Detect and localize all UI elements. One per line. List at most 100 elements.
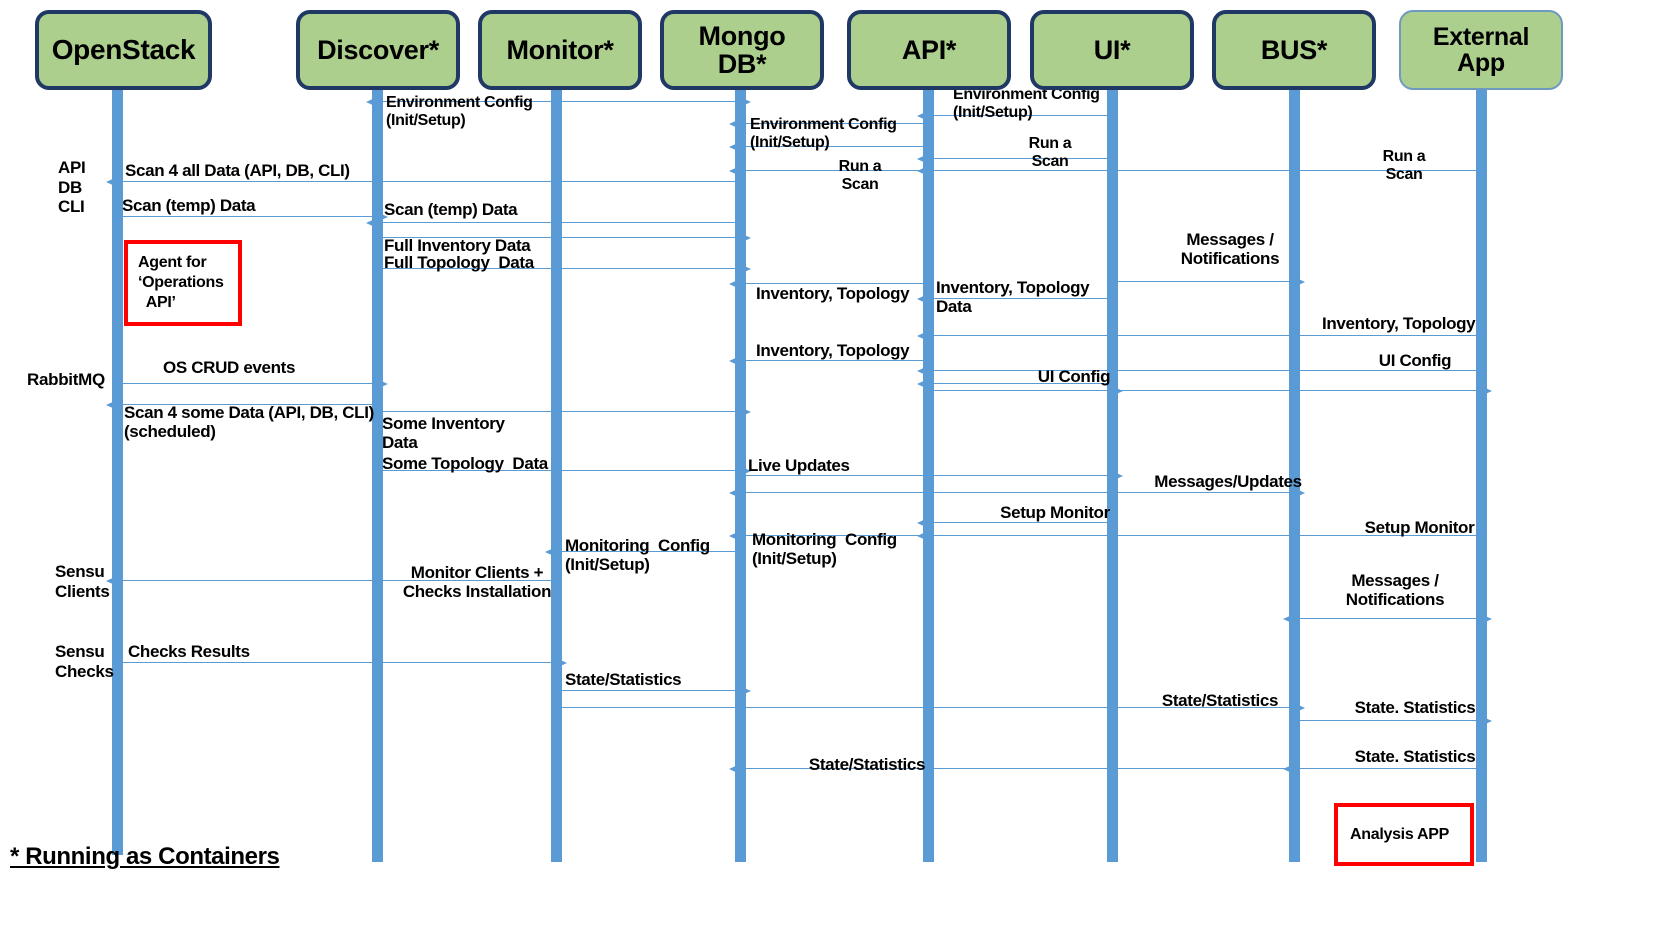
message-label-m13: Full Topology Data (384, 253, 534, 272)
actor-box-mongodb[interactable]: Mongo DB* (660, 10, 824, 90)
arrowhead-right (740, 263, 751, 274)
message-arrow-m06 (917, 153, 1112, 164)
message-arrow-m33 (545, 546, 740, 557)
message-label-m37: State/Statistics (565, 670, 682, 689)
message-arrow-m05 (729, 141, 928, 152)
message-arrow-m15 (729, 278, 928, 289)
message-label-m39: State. Statistics (1354, 698, 1476, 717)
message-arrow-m14 (1112, 276, 1305, 287)
message-arrow-m35 (106, 575, 556, 586)
message-arrow-m28 (1112, 487, 1305, 498)
message-label-m28: Messages/Updates (1154, 472, 1302, 491)
arrowhead-left (917, 110, 928, 121)
arrowhead-right (1481, 385, 1492, 396)
message-arrow-m23 (1112, 385, 1492, 396)
message-label-m34: Messages / Notifications (1345, 571, 1445, 610)
message-label-m08: Run a Scan (1382, 148, 1426, 183)
message-label-m09: Scan 4 all Data (API, DB, CLI) (125, 161, 350, 180)
message-arrow-m29 (729, 487, 1112, 498)
arrowhead-right (1294, 487, 1305, 498)
lifeline-discover (372, 88, 383, 862)
arrowhead-right (377, 378, 388, 389)
message-label-m27: Live Updates (748, 456, 850, 475)
message-arrow-m01 (366, 96, 556, 107)
message-label-m14: Messages / Notifications (1180, 230, 1280, 269)
message-arrow-m24 (106, 399, 377, 410)
message-label-m40: State. Statistics (1354, 747, 1476, 766)
footer-note: * Running as Containers (10, 843, 280, 870)
message-arrow-m20 (917, 365, 1481, 376)
message-arrow-m40 (1283, 763, 1481, 774)
message-label-m24: Scan 4 some Data (API, DB, CLI) (schedul… (124, 403, 374, 442)
arrowhead-left (366, 96, 377, 107)
message-label-m32: Monitoring Config (Init/Setup) (752, 530, 897, 569)
message-arrow-m19 (917, 378, 1112, 389)
message-arrow-m26 (377, 465, 751, 476)
arrowhead-right (1112, 470, 1123, 481)
message-label-m19: UI Config (1037, 367, 1111, 386)
arrowhead-right (556, 657, 567, 668)
arrowhead-left (917, 365, 928, 376)
lifeline-openstack (112, 88, 123, 855)
message-arrow-m39 (1294, 715, 1492, 726)
message-arrow-m03 (729, 118, 928, 129)
message-label-m04: Environment Config (Init/Setup) (953, 86, 1100, 121)
actor-box-openstack[interactable]: OpenStack (35, 10, 212, 90)
message-label-m35: Monitor Clients + Checks Installation (402, 563, 552, 602)
arrowhead-right (740, 232, 751, 243)
message-label-m25: Some Inventory Data (382, 414, 505, 453)
message-arrow-m08 (917, 165, 1481, 176)
message-label-m15: Inventory, Topology (756, 284, 910, 303)
message-arrow-m13 (377, 263, 751, 274)
actor-box-discover[interactable]: Discover* (296, 10, 460, 90)
arrowhead-right (1294, 276, 1305, 287)
message-label-m18: Inventory, Topology (756, 341, 910, 360)
arrowhead-right (740, 96, 751, 107)
message-label-m30: Setup Monitor (1000, 503, 1110, 522)
arrowhead-left (917, 517, 928, 528)
arrowhead-left (729, 355, 740, 366)
message-arrow-m34 (1283, 613, 1492, 624)
arrowhead-right (1294, 702, 1305, 713)
message-arrow-m16 (917, 293, 1112, 304)
message-label-m06: Run a Scan (1028, 135, 1072, 170)
arrowhead-left (917, 293, 928, 304)
message-arrow-m38 (556, 702, 1305, 713)
message-arrow-m12 (377, 232, 751, 243)
arrowhead-right (1481, 715, 1492, 726)
actor-box-external[interactable]: External App (1399, 10, 1563, 90)
arrowhead-left (729, 118, 740, 129)
message-label-m21: OS CRUD events (163, 358, 296, 377)
message-arrow-m22 (928, 385, 1123, 396)
message-label-m31: Setup Monitor (1364, 518, 1475, 537)
message-arrow-m07 (729, 165, 928, 176)
message-arrow-m18 (729, 355, 928, 366)
arrowhead-left (729, 141, 740, 152)
message-label-m12: Full Inventory Data (384, 236, 531, 255)
message-arrow-m17 (917, 330, 1481, 341)
arrowhead-left (545, 546, 556, 557)
side-note-sensu-clients: Sensu Clients (55, 562, 110, 601)
arrowhead-left (729, 530, 740, 541)
message-arrow-m36 (117, 657, 567, 668)
actor-box-bus[interactable]: BUS* (1212, 10, 1376, 90)
message-label-m33: Monitoring Config (Init/Setup) (565, 536, 710, 575)
arrowhead-right (740, 406, 751, 417)
side-note-rabbitmq: RabbitMQ (27, 370, 105, 389)
actor-box-ui[interactable]: UI* (1030, 10, 1194, 90)
arrowhead-left (917, 330, 928, 341)
message-arrow-m32 (729, 530, 928, 541)
actor-box-api[interactable]: API* (847, 10, 1011, 90)
message-arrow-m04 (917, 110, 1112, 121)
arrowhead-left (106, 575, 117, 586)
arrowhead-left (729, 165, 740, 176)
side-note-api-db-cli: API DB CLI (58, 158, 86, 217)
arrowhead-left (917, 153, 928, 164)
actor-box-monitor[interactable]: Monitor* (478, 10, 642, 90)
arrowhead-left (1283, 613, 1294, 624)
callout-agent-operations-api: Agent for ‘Operations API’ (124, 240, 242, 326)
message-arrow-m10 (117, 211, 388, 222)
arrowhead-left (106, 176, 117, 187)
arrowhead-left (729, 763, 740, 774)
